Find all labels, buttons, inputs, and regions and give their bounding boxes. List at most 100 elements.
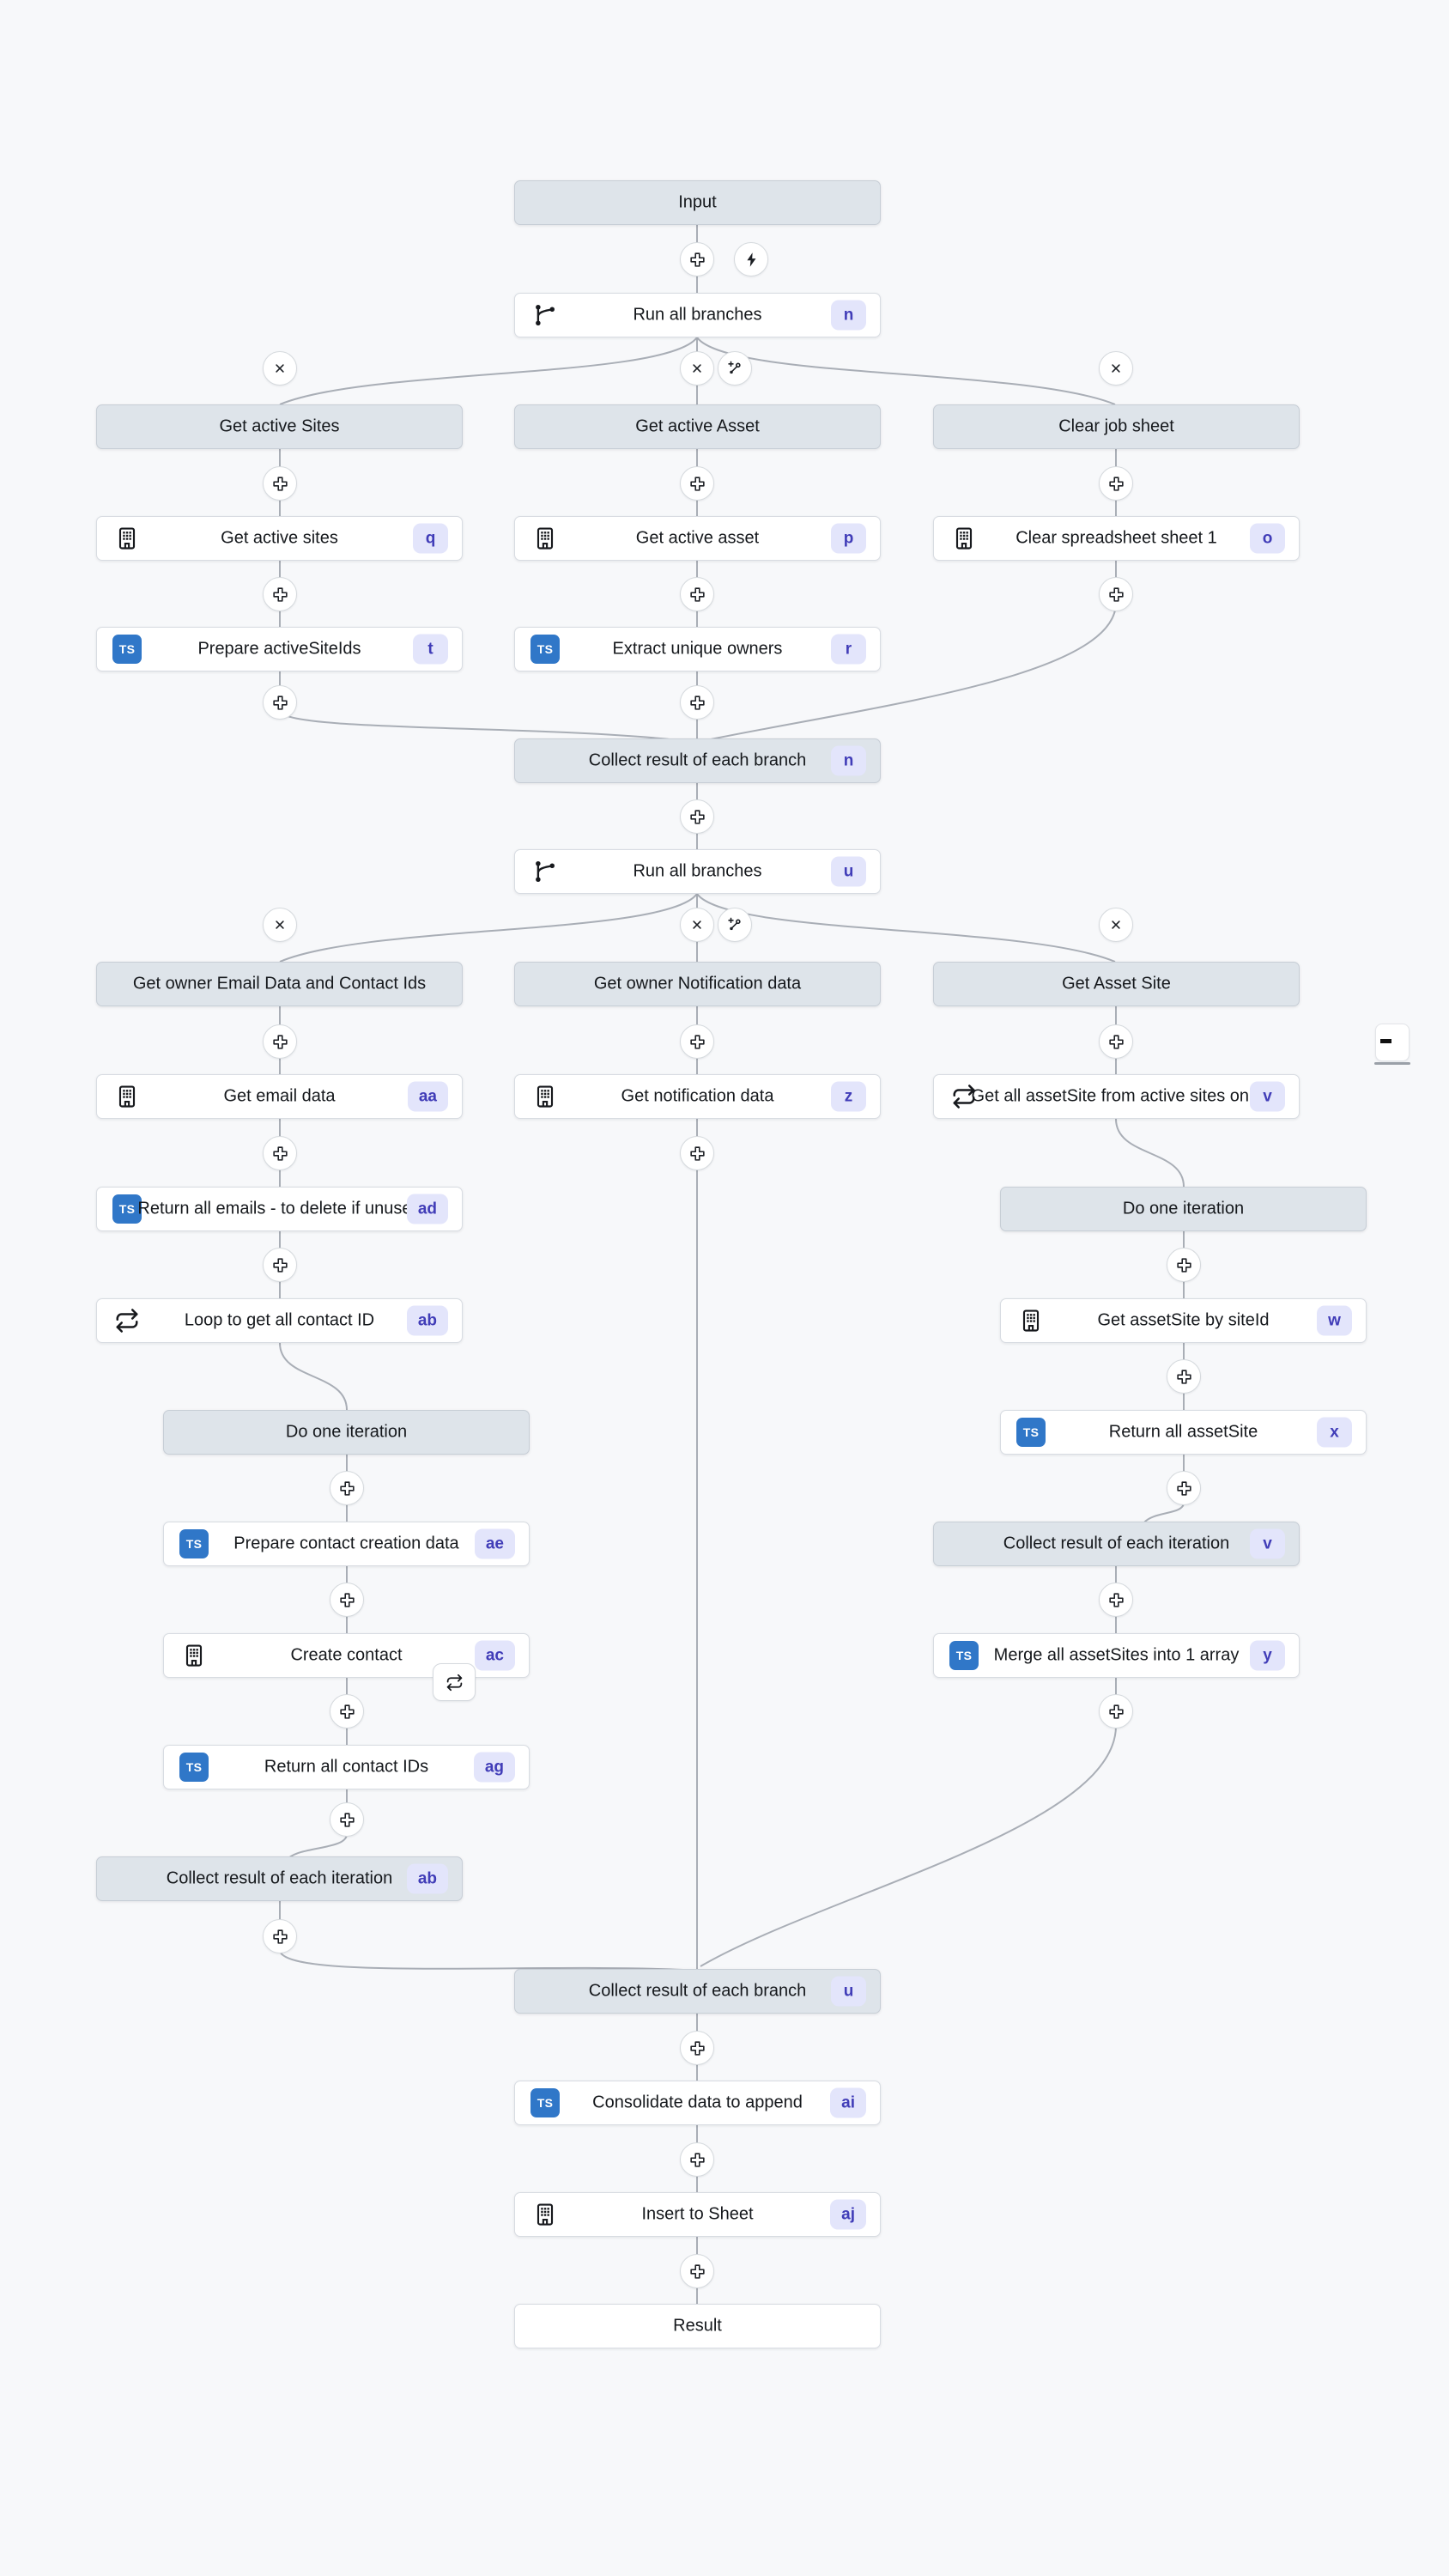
add-step-button[interactable] [680,242,714,276]
add-step-button[interactable] [680,1024,714,1059]
input-header-label: Input [678,192,717,212]
add-branch-button[interactable] [718,351,752,386]
step-badge: aj [830,2199,866,2230]
connector-edge [279,893,698,963]
add-step-button[interactable] [1099,1024,1133,1059]
do-one-iteration-left-header[interactable]: Do one iteration [163,1410,530,1455]
extract-unique-owners-step-label: Extract unique owners [612,639,783,659]
add-step-button[interactable] [1167,1248,1201,1282]
add-step-button[interactable] [680,2254,714,2288]
delete-branch-button[interactable] [1099,908,1133,942]
step-badge: n [831,745,866,776]
connector-edge [1143,1502,1185,1523]
get-active-asset-header-label: Get active Asset [635,416,760,436]
add-step-button[interactable] [330,1471,364,1505]
add-step-button[interactable] [680,685,714,720]
add-step-button[interactable] [330,1694,364,1728]
clipped-canvas-control[interactable] [1374,1024,1410,1065]
result-node[interactable]: Result [514,2304,881,2348]
get-active-asset-header[interactable]: Get active Asset [514,404,881,449]
owner-email-header-label: Get owner Email Data and Contact Ids [132,974,427,993]
add-step-button[interactable] [680,1136,714,1170]
add-step-button[interactable] [680,577,714,611]
add-step-button[interactable] [1099,577,1133,611]
add-step-button[interactable] [680,466,714,501]
do-one-iteration-right-header[interactable]: Do one iteration [1000,1187,1367,1231]
clear-job-sheet-header[interactable]: Clear job sheet [933,404,1300,449]
delete-branch-button[interactable] [1099,351,1133,386]
return-all-emails-step-label: Return all emails - to delete if unused [137,1199,421,1218]
step-badge: r [831,634,866,665]
get-all-assetsite-step[interactable]: Get all assetSite from active sites only… [933,1074,1300,1119]
add-branch-button[interactable] [718,908,752,942]
add-step-button[interactable] [680,2031,714,2065]
delete-branch-button[interactable] [680,351,714,386]
add-step-button[interactable] [263,1919,297,1953]
connector-edge [279,710,679,741]
step-badge: n [831,300,866,331]
connector-edge [279,1950,684,1971]
typescript-icon: TS [530,635,560,664]
delete-branch-button[interactable] [680,908,714,942]
add-step-button[interactable] [1099,1583,1133,1617]
typescript-icon: TS [179,1753,209,1782]
add-step-button[interactable] [1167,1471,1201,1505]
delete-branch-button[interactable] [263,351,297,386]
extract-unique-owners-step[interactable]: TS Extract unique owners r [514,627,881,671]
result-node-label: Result [673,2316,722,2336]
return-contact-ids-step-label: Return all contact IDs [264,1757,429,1777]
add-step-button[interactable] [263,1024,297,1059]
run-trigger-button[interactable] [734,242,768,276]
add-step-button[interactable] [330,1583,364,1617]
run-all-branches-2-label: Run all branches [633,861,762,881]
add-step-button[interactable] [330,1802,364,1837]
step-badge: ab [406,1863,448,1894]
add-step-button[interactable] [263,685,297,720]
add-step-button[interactable] [263,1248,297,1282]
input-header[interactable]: Input [514,180,881,225]
add-step-button[interactable] [1099,1694,1133,1728]
owner-notification-header[interactable]: Get owner Notification data [514,962,881,1006]
add-step-button[interactable] [263,466,297,501]
typescript-icon: TS [112,1194,142,1224]
add-step-button[interactable] [263,577,297,611]
get-active-sites-header[interactable]: Get active Sites [96,404,463,449]
add-step-button[interactable] [263,1136,297,1170]
minus-icon [1380,1039,1391,1043]
add-step-button[interactable] [680,2142,714,2177]
owner-email-header[interactable]: Get owner Email Data and Contact Ids [96,962,463,1006]
get-asset-site-header[interactable]: Get Asset Site [933,962,1300,1006]
add-step-button[interactable] [1099,466,1133,501]
add-step-button[interactable] [1167,1359,1201,1394]
add-step-button[interactable] [680,799,714,834]
connector-edge [700,1725,1117,1967]
delete-branch-button[interactable] [263,908,297,942]
step-badge: z [831,1081,866,1112]
retry-loop-chip[interactable] [433,1663,476,1701]
get-assetsite-by-siteid-step-label: Get assetSite by siteId [1097,1310,1270,1330]
connector-edge [696,893,1116,963]
